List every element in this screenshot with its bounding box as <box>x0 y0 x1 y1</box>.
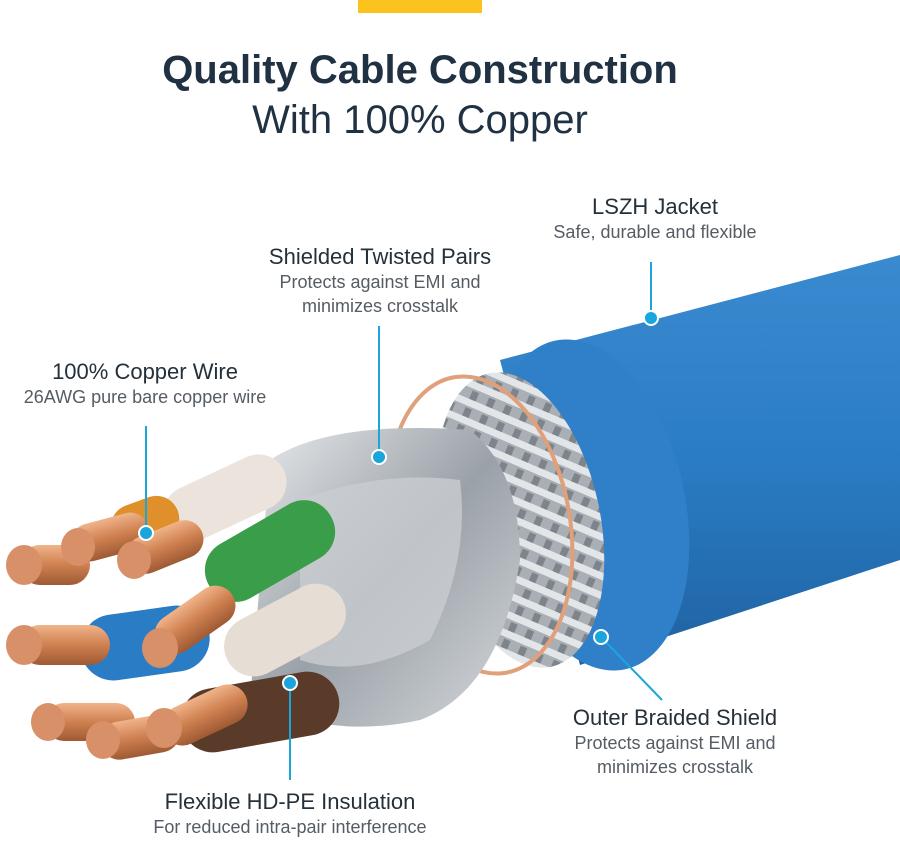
callout-heading: 100% Copper Wire <box>52 359 238 384</box>
callout-text: Protects against EMI and <box>279 272 481 292</box>
callout-text: minimizes crosstalk <box>301 296 459 316</box>
page-title: Quality Cable Construction <box>162 48 678 92</box>
white-insulation-mid <box>224 583 346 677</box>
callout-heading: LSZH Jacket <box>592 194 718 219</box>
callout-jacket: LSZH Jacket Safe, durable and flexible <box>520 193 790 244</box>
callout-braid: Outer Braided Shield Protects against EM… <box>525 704 825 779</box>
callout-insulation: Flexible HD-PE Insulation For reduced in… <box>120 788 460 839</box>
callout-text: 26AWG pure bare copper wire <box>23 387 267 407</box>
callout-text: For reduced intra-pair interference <box>153 817 427 837</box>
callout-heading: Shielded Twisted Pairs <box>268 244 492 269</box>
page-subtitle: With 100% Copper <box>252 98 588 142</box>
callout-copper: 100% Copper Wire 26AWG pure bare copper … <box>0 358 290 409</box>
callout-heading: Flexible HD-PE Insulation <box>164 789 416 814</box>
accent-bar <box>358 0 482 13</box>
callout-text: minimizes crosstalk <box>596 757 754 777</box>
callout-text: Protects against EMI and <box>574 733 776 753</box>
callout-pairs: Shielded Twisted Pairs Protects against … <box>230 243 530 318</box>
green-insulation <box>204 500 336 602</box>
callout-heading: Outer Braided Shield <box>572 705 778 730</box>
callout-lines <box>138 262 663 780</box>
callout-text: Safe, durable and flexible <box>553 222 757 242</box>
copper-wires <box>6 512 248 760</box>
white-insulation-top <box>163 454 287 542</box>
